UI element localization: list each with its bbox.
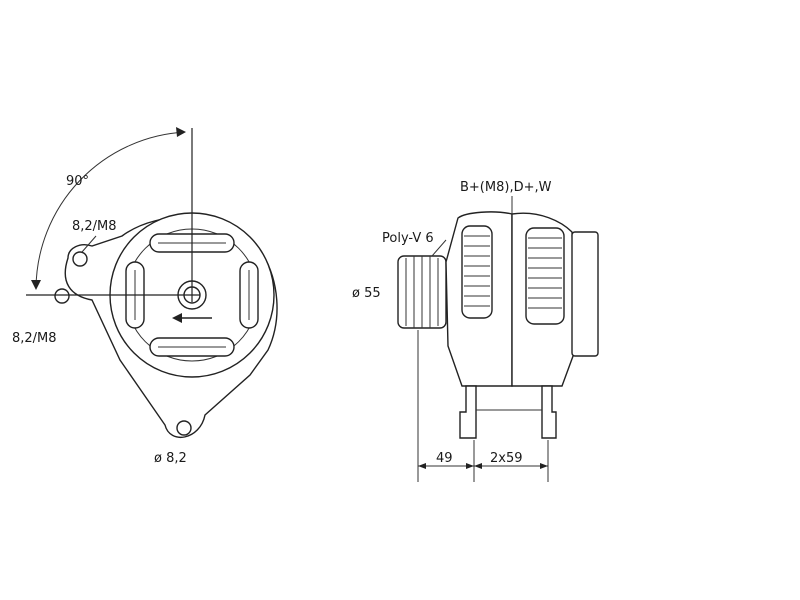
terminals-label: B+(M8),D+,W — [460, 180, 552, 195]
angle-label: 90° — [66, 174, 89, 189]
rotation-arrow-head — [172, 313, 182, 323]
dimension-lines — [417, 330, 549, 482]
dim-left-label: 49 — [436, 451, 453, 466]
bottom-mount-hole — [176, 420, 192, 436]
front-view — [26, 127, 278, 438]
upper-mount-leader — [81, 235, 97, 253]
mounting-feet — [459, 385, 557, 439]
angle-arrow-top — [176, 127, 186, 137]
upper-mount-hole — [72, 251, 88, 267]
upper-mount-label: 8,2/M8 — [72, 219, 117, 234]
bottom-hole-label: ø 8,2 — [154, 451, 187, 466]
dim-right-label: 2x59 — [490, 451, 523, 466]
lower-mount-label: 8,2/M8 — [12, 331, 57, 346]
angle-arrow-bottom — [31, 280, 41, 290]
rear-vents — [525, 227, 565, 325]
angle-arc — [35, 131, 186, 289]
pulley-leader — [431, 239, 447, 257]
side-view — [397, 196, 599, 482]
front-vents — [461, 225, 493, 319]
rear-cap — [571, 231, 599, 357]
pulley — [397, 255, 447, 329]
pulley-label: Poly-V 6 — [382, 231, 434, 246]
pulley-diameter-label: ø 55 — [352, 286, 381, 301]
lower-mount-hole — [54, 288, 70, 304]
